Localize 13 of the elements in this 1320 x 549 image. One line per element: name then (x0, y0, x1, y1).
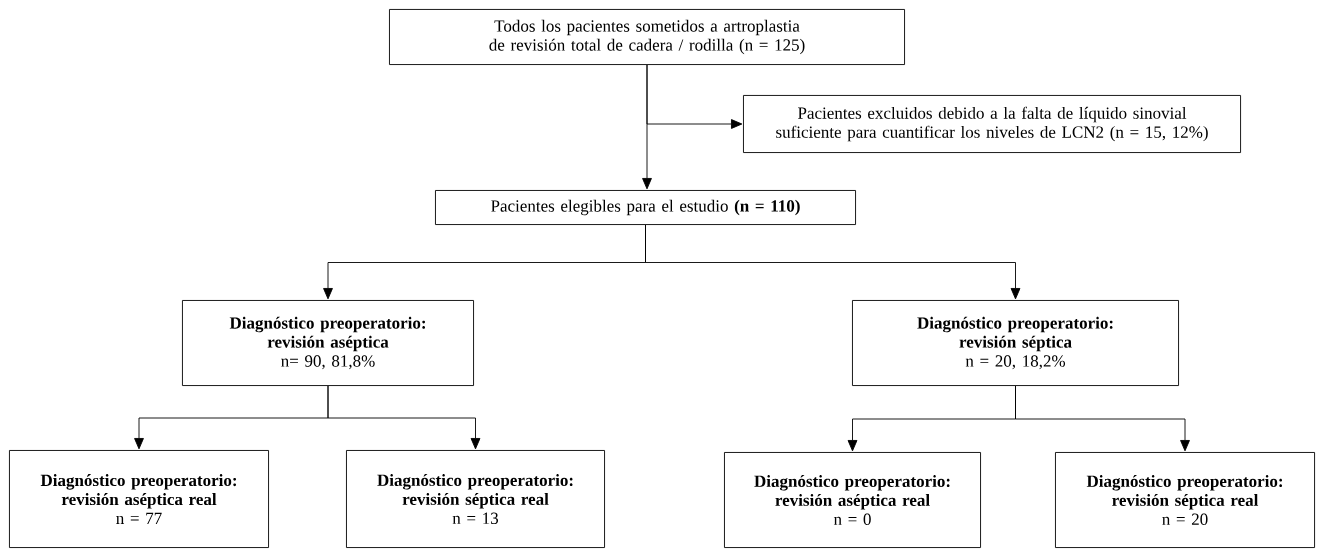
flow-box: Diagnóstico preoperatorio: revisión aséptica real n = 77 (9, 450, 269, 548)
flow-box: Diagnóstico preoperatorio: revisión séptica n = 20, 18,2% (852, 300, 1179, 386)
flow-box: Pacientes excluidos debido a la falta de líquido sinovial suficiente para cuantificar los niveles de LCN2 (n = 15, 12%) (743, 95, 1241, 153)
flow-box: Diagnóstico preoperatorio: revisión séptica real n = 13 (346, 450, 605, 548)
flow-box: Pacientes elegibles para el estudio (n = 110) (435, 190, 856, 225)
arrow (327, 385, 481, 450)
flow-box: Diagnóstico preoperatorio: revisión aséptica n= 90, 81,8% (182, 300, 474, 386)
flow-box: Diagnóstico preoperatorio: revisión aséptica real n = 0 (724, 452, 981, 548)
arrow (645, 224, 1021, 300)
flow-box: Diagnóstico preoperatorio: revisión séptica real n = 20 (1055, 452, 1315, 548)
flow-box: Todos los pacientes sometidos a artroplastia de revisión total de cadera / rodilla (n = 125) (389, 9, 905, 65)
arrow (1015, 385, 1190, 452)
arrow (642, 64, 652, 190)
